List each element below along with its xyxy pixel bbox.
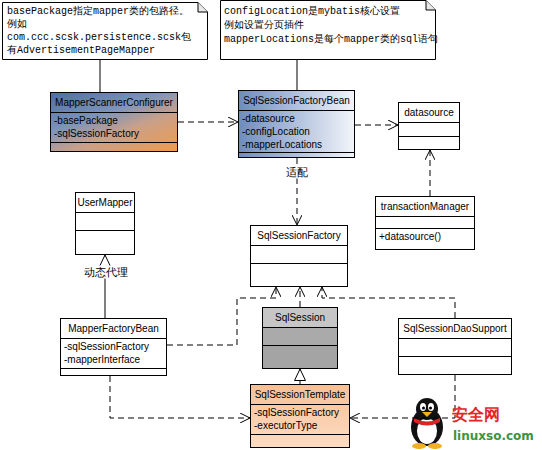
dependency-arrow [350, 375, 455, 418]
penguin-pupil [422, 407, 425, 410]
class-box: MapperFactoryBean-sqlSessionFactory-mapp… [60, 318, 167, 376]
class-member: -datasource [242, 112, 351, 125]
class-member-compartment [263, 346, 337, 368]
dependency-arrow [110, 376, 250, 418]
penguin-body [411, 408, 443, 446]
class-name-compartment: SqlSessionDaoSupport [399, 319, 511, 339]
penguin-head [416, 398, 438, 420]
callout-note: configLocation是mybatis核心设置 例如设置分页插件 mapp… [220, 0, 436, 60]
class-member-compartment: -sqlSessionFactory-executorType [251, 405, 349, 435]
dependency-arrow [167, 287, 276, 345]
class-member-compartment: -datasource-configLocation-mapperLocatio… [239, 111, 354, 153]
class-box: SqlSessionDaoSupport [398, 318, 512, 375]
class-member-compartment: -sqlSessionFactory-mapperInterface [61, 339, 166, 369]
class-member-compartment [239, 153, 354, 157]
callout-note: basePackage指定mapper类的包路径。 例如 com.ccc.scs… [2, 2, 208, 60]
watermark-text: 安全网 [452, 405, 500, 426]
dependency-arrow [322, 287, 455, 318]
class-box: MapperScannerConfigurer-basePackage-sqlS… [50, 92, 178, 152]
class-member-compartment [399, 357, 511, 374]
watermark-url: linuxso.com [453, 429, 534, 443]
penguin-eye [420, 403, 426, 411]
dependency-arrow [300, 287, 301, 307]
class-name: datasource [399, 103, 459, 122]
class-name-compartment: SqlSessionFactoryBean [239, 91, 354, 111]
class-name: SqlSessionTemplate [251, 385, 349, 404]
interface-box: SqlSession [262, 307, 338, 369]
class-box: SqlSessionFactoryBean-datasource-configL… [238, 90, 355, 158]
class-member-compartment [399, 123, 459, 137]
class-member-compartment [263, 328, 337, 346]
class-member-compartment [61, 369, 166, 375]
class-member: -sqlSessionFactory [64, 340, 163, 353]
interface-box: SqlSessionFactory [250, 225, 348, 287]
class-member: -sqlSessionFactory [254, 406, 346, 419]
class-name: SqlSessionFactoryBean [239, 91, 354, 110]
interface-box: UserMapper [75, 192, 135, 255]
note-border [3, 3, 208, 60]
dependency-arrow [355, 125, 398, 126]
class-name: MapperFactoryBean [61, 319, 166, 338]
note-text: configLocation是mybatis核心设置 例如设置分页插件 mapp… [224, 5, 432, 47]
class-member: -executorType [254, 419, 346, 432]
class-name: UserMapper [76, 193, 134, 212]
class-name: SqlSessionDaoSupport [399, 319, 511, 338]
note-border [221, 1, 436, 60]
penguin-foot [412, 443, 426, 449]
leader-line [100, 60, 101, 92]
dependency-arrow [430, 150, 431, 196]
inheritance-arrow [300, 369, 301, 384]
penguin-belly [417, 418, 437, 444]
class-box: datasource [398, 102, 460, 150]
note-fold [426, 1, 436, 11]
class-member: -configLocation [242, 125, 351, 138]
penguin-watermark [411, 398, 443, 449]
class-member: -mapperLocations [242, 138, 351, 151]
leader-line [297, 60, 298, 90]
class-member-compartment [76, 231, 134, 254]
class-member-compartment [251, 435, 349, 447]
class-box: transactionManager +datasource() [375, 196, 475, 250]
class-member-compartment [251, 264, 347, 286]
penguin-eye [428, 403, 434, 411]
class-name-compartment: MapperScannerConfigurer [51, 93, 177, 113]
inheritance-arrow [105, 255, 106, 318]
class-name-compartment: SqlSessionFactory [251, 226, 347, 246]
edge-label: 动态代理 [83, 266, 129, 279]
class-name-compartment: SqlSessionTemplate [251, 385, 349, 405]
penguin-beak [422, 412, 432, 417]
class-name-compartment: MapperFactoryBean [61, 319, 166, 339]
class-name: transactionManager [376, 197, 474, 216]
class-name-compartment: UserMapper [76, 193, 134, 213]
note-text: basePackage指定mapper类的包路径。 例如 com.ccc.scs… [7, 5, 202, 57]
penguin-scarf [414, 418, 440, 426]
edge-label: 适配 [285, 166, 309, 179]
class-member: -mapperInterface [64, 353, 163, 366]
penguin-foot [428, 443, 442, 449]
class-member: -basePackage [54, 114, 174, 127]
class-member: +datasource() [379, 230, 471, 243]
class-name-compartment: transactionManager [376, 197, 474, 217]
class-member-compartment [399, 339, 511, 357]
class-member-compartment: -basePackage-sqlSessionFactory [51, 113, 177, 143]
penguin-pupil [429, 407, 432, 410]
class-member: -sqlSessionFactory [54, 127, 174, 140]
class-name-compartment: datasource [399, 103, 459, 123]
class-member-compartment [76, 213, 134, 231]
class-member-compartment [251, 246, 347, 264]
class-box: SqlSessionTemplate-sqlSessionFactory-exe… [250, 384, 350, 448]
note-fold [198, 3, 208, 13]
dependency-arrow [178, 122, 238, 123]
class-member-compartment: +datasource() [376, 229, 474, 249]
class-name: MapperScannerConfigurer [51, 93, 177, 112]
class-member-compartment [376, 217, 474, 229]
class-name-compartment: SqlSession [263, 308, 337, 328]
class-member-compartment [51, 143, 177, 151]
class-member-compartment [399, 137, 459, 149]
class-name: SqlSession [263, 308, 337, 327]
class-name: SqlSessionFactory [251, 226, 347, 245]
